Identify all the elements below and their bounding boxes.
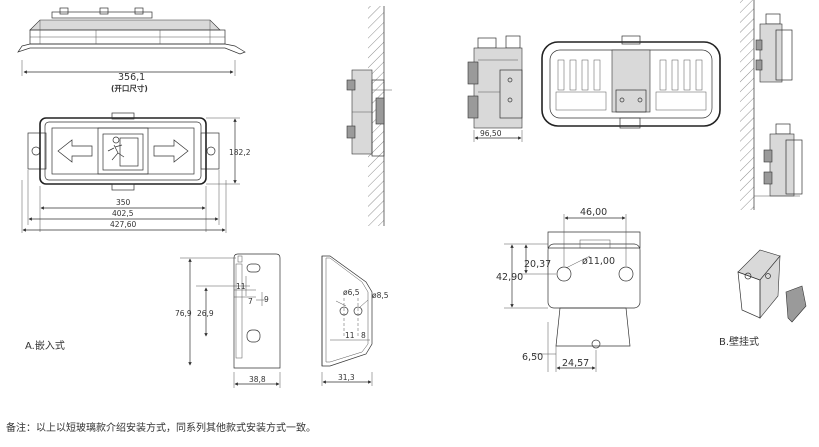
dim-side-8: 8 [361, 331, 366, 340]
dim-bracket-11: 11 [236, 282, 246, 291]
bracket-side-view [321, 255, 373, 386]
recessed-front-view [21, 112, 240, 233]
label-recessed: A.嵌入式 [25, 339, 65, 352]
running-man-icon [102, 133, 144, 171]
bracket-3d-view [737, 249, 807, 323]
note-text: 备注：以上以短玻璃款介绍安装方式，同系列其他款式安装方式一致。 [6, 421, 316, 434]
dim-frame-427: 427,60 [110, 220, 136, 229]
label-wall-mount: B.壁挂式 [719, 335, 759, 348]
dim-plate-42: 42,90 [496, 272, 523, 283]
dim-wall-depth: 96,50 [480, 129, 502, 138]
dim-bracket-width: 38,8 [249, 375, 266, 384]
dim-side-d65: ø6,5 [343, 288, 360, 297]
dim-plate-20: 20,37 [524, 259, 551, 270]
dim-bracket-7: 7 [248, 297, 253, 306]
dim-plate-hole: ø11,00 [582, 256, 615, 267]
dim-plate-2457: 24,57 [562, 358, 589, 369]
wallmount-wall-section [740, 0, 803, 210]
mount-plate-view [504, 214, 641, 372]
recessed-wall-section [346, 6, 392, 226]
dim-side-11: 11 [345, 331, 355, 340]
dim-frame-350: 350 [116, 198, 131, 207]
recessed-side-view [17, 7, 246, 76]
dim-bracket-26: 26,9 [197, 309, 214, 318]
dim-side-width: 31,3 [338, 373, 355, 382]
dim-frame-402: 402,5 [112, 209, 134, 218]
bracket-front-view [180, 253, 281, 388]
wallmount-back-view [541, 35, 721, 129]
dim-opening-width: 356,1 [118, 72, 145, 83]
left-arrow-icon [57, 139, 93, 163]
dim-bracket-9: 9 [264, 295, 269, 304]
dim-plate-width: 46,00 [580, 207, 607, 218]
dim-height: 182,2 [229, 148, 251, 157]
wallmount-side-view [467, 35, 523, 142]
dim-bracket-76: 76,9 [175, 309, 192, 318]
dim-opening-note: (开口尺寸) [111, 83, 148, 93]
dim-plate-650: 6,50 [522, 352, 543, 363]
dim-side-d85: ø8,5 [372, 291, 389, 300]
right-arrow-icon [153, 139, 189, 163]
